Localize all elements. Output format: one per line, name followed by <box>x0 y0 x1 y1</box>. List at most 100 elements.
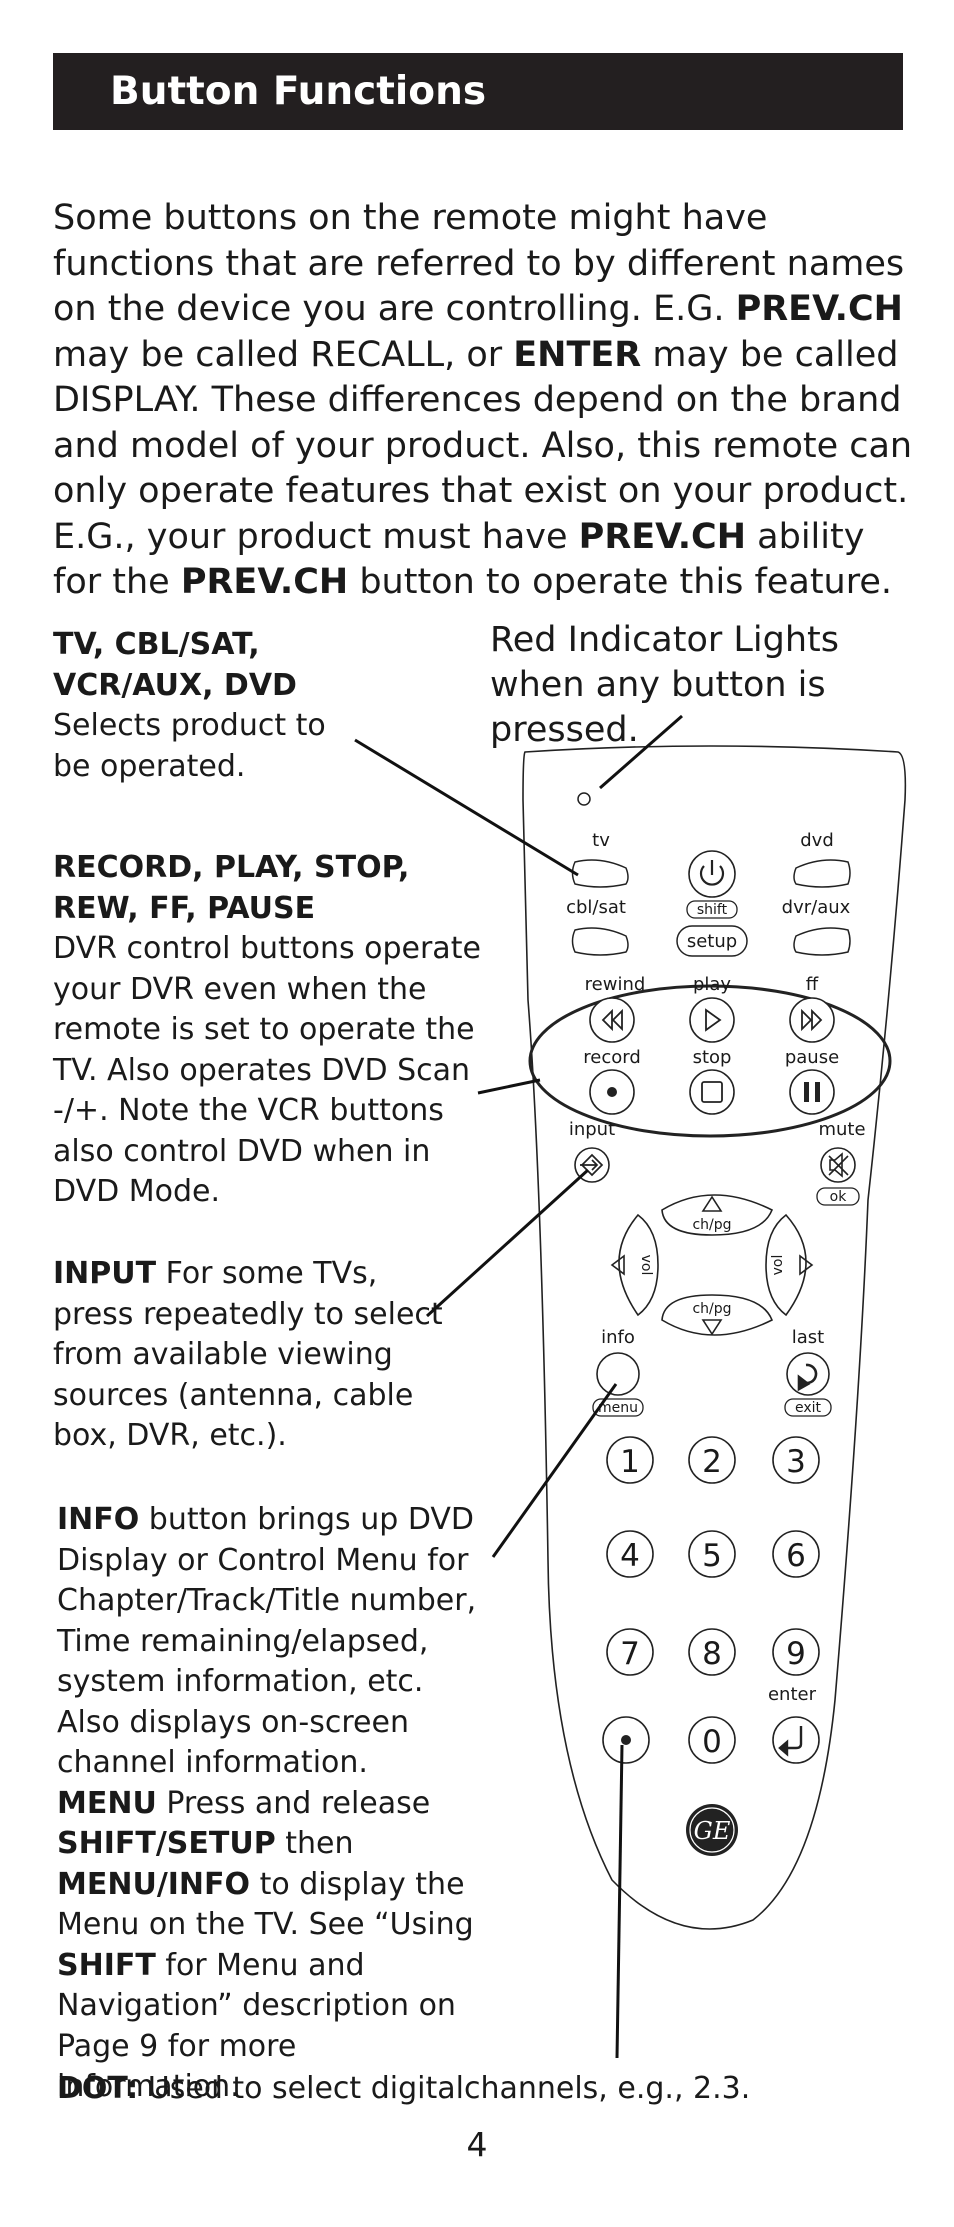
digit-4-label: 4 <box>620 1538 640 1574</box>
digit-4-button[interactable] <box>606 1530 654 1578</box>
channel-down-icon <box>701 1319 723 1336</box>
tv-label: tv <box>592 830 610 851</box>
rewind-label: rewind <box>585 974 646 995</box>
stop-button[interactable] <box>689 1069 735 1115</box>
pause-button[interactable] <box>789 1069 835 1115</box>
digit-5-button[interactable] <box>688 1530 736 1578</box>
ch-pg-up-label: ch/pg <box>692 1217 731 1233</box>
leader-transport <box>477 1078 541 1095</box>
input-label: input <box>569 1119 615 1140</box>
intro-bold: PREV.CH <box>735 289 903 329</box>
info-label: info <box>601 1327 635 1348</box>
ok-button[interactable] <box>816 1187 860 1206</box>
menu-label: menu <box>598 1400 638 1416</box>
transport-highlight-ellipse <box>528 984 892 1138</box>
menu-bold: SHIFT/SETUP <box>57 1826 276 1861</box>
last-button[interactable] <box>786 1352 830 1396</box>
last-icon <box>797 1363 818 1392</box>
device-annotation: TV, CBL/SAT, VCR/AUX, DVD Selects produc… <box>53 625 353 787</box>
power-icon <box>699 860 725 886</box>
vol-down-label: vol <box>638 1255 654 1276</box>
play-label: play <box>693 974 731 995</box>
digit-0-button[interactable] <box>688 1716 736 1764</box>
digit-6-label: 6 <box>786 1538 806 1574</box>
input-text: For some TVs, press repeatedly to select… <box>53 1256 443 1453</box>
menu-text: for Menu and Navigation” description on … <box>57 1947 456 2105</box>
intro-bold: ENTER <box>513 334 642 375</box>
info-button[interactable] <box>596 1352 640 1396</box>
device-title-2: VCR/AUX, DVD <box>53 667 297 703</box>
setup-button[interactable] <box>676 925 748 957</box>
digit-2-button[interactable] <box>688 1436 736 1484</box>
stop-label: stop <box>693 1047 732 1068</box>
section-title: Button Functions <box>110 69 487 114</box>
ge-logo-text: GE <box>694 1817 731 1845</box>
shift-badge <box>686 900 738 919</box>
leader-lines <box>354 714 683 2059</box>
digit-7-button[interactable] <box>606 1628 654 1676</box>
ok-label: ok <box>830 1189 848 1205</box>
channel-down-button[interactable] <box>661 1294 774 1336</box>
play-icon <box>705 1008 722 1032</box>
dvr-aux-button[interactable] <box>793 927 851 956</box>
stop-icon <box>701 1081 723 1103</box>
digit-9-label: 9 <box>786 1636 806 1672</box>
enter-label: enter <box>768 1684 817 1705</box>
intro-text: button to operate this feature. <box>348 562 893 602</box>
enter-button[interactable] <box>772 1716 820 1764</box>
digit-0-label: 0 <box>702 1724 722 1760</box>
dvr-aux-label: dvr/aux <box>782 897 851 918</box>
number-keypad: 1 2 3 4 5 6 7 8 9 0 enter <box>602 1436 820 1764</box>
info-text: button brings up DVD Display or Control … <box>57 1502 477 1780</box>
dvr-title: RECORD, PLAY, STOP, REW, FF, PAUSE <box>53 850 410 926</box>
dot-text: Used to select digitalchannels, e.g., 2.… <box>138 2071 751 2106</box>
shift-label: shift <box>697 902 728 918</box>
play-button[interactable] <box>689 997 735 1043</box>
intro-text: may be called DISPLAY. These differences… <box>53 334 913 557</box>
channel-up-button[interactable] <box>661 1194 774 1236</box>
exit-label: exit <box>795 1400 822 1416</box>
digit-9-button[interactable] <box>772 1628 820 1676</box>
tv-button[interactable] <box>571 859 629 888</box>
intro-bold: PREV.CH <box>578 516 747 557</box>
indicator-annotation: Red Indicator Lights when any button is … <box>490 618 910 753</box>
info-annotation: INFO button brings up DVD Display or Con… <box>57 1500 487 2108</box>
digit-8-button[interactable] <box>688 1628 736 1676</box>
dot-annotation: DOT: Used to select digitalchannels, e.g… <box>57 2069 857 2110</box>
leader-dot <box>615 1744 624 2059</box>
digit-8-label: 8 <box>702 1636 722 1672</box>
vol-up-label: vol <box>770 1255 786 1276</box>
digit-1-button[interactable] <box>606 1436 654 1484</box>
ff-icon <box>801 1008 823 1032</box>
menu-text: to display the Menu on the TV. See “Usin… <box>57 1866 474 1943</box>
volume-down-button[interactable] <box>618 1213 659 1317</box>
intro-text: Some buttons on the remote might have fu… <box>53 198 905 329</box>
digit-2-label: 2 <box>702 1444 722 1480</box>
cbl-sat-label: cbl/sat <box>566 897 626 918</box>
intro-text: may be called RECALL, or <box>53 334 514 375</box>
menu-title: MENU <box>57 1785 157 1821</box>
menu-bold: MENU/INFO <box>57 1866 251 1902</box>
remote-body <box>522 745 907 1930</box>
digit-1-label: 1 <box>620 1444 640 1480</box>
leader-device <box>354 738 579 877</box>
volume-up-button[interactable] <box>765 1213 807 1317</box>
digit-6-button[interactable] <box>772 1530 820 1578</box>
dot-title: DOT: <box>57 2071 139 2106</box>
dvd-button[interactable] <box>793 859 851 888</box>
mute-label: mute <box>818 1119 865 1140</box>
dvd-label: dvd <box>800 830 834 851</box>
input-icon <box>580 1153 604 1177</box>
indicator-light <box>577 792 591 806</box>
menu-badge <box>592 1398 644 1417</box>
indicator-text: Red Indicator Lights when any button is … <box>490 620 839 750</box>
digit-3-button[interactable] <box>772 1436 820 1484</box>
dvr-text: DVR control buttons operate your DVR eve… <box>53 931 481 1209</box>
record-label: record <box>583 1047 641 1068</box>
cbl-sat-button[interactable] <box>571 927 629 956</box>
pause-icon <box>804 1082 820 1102</box>
exit-button[interactable] <box>784 1398 832 1417</box>
menu-text: Press and release <box>156 1785 431 1821</box>
intro-text: ability for the <box>53 516 865 603</box>
